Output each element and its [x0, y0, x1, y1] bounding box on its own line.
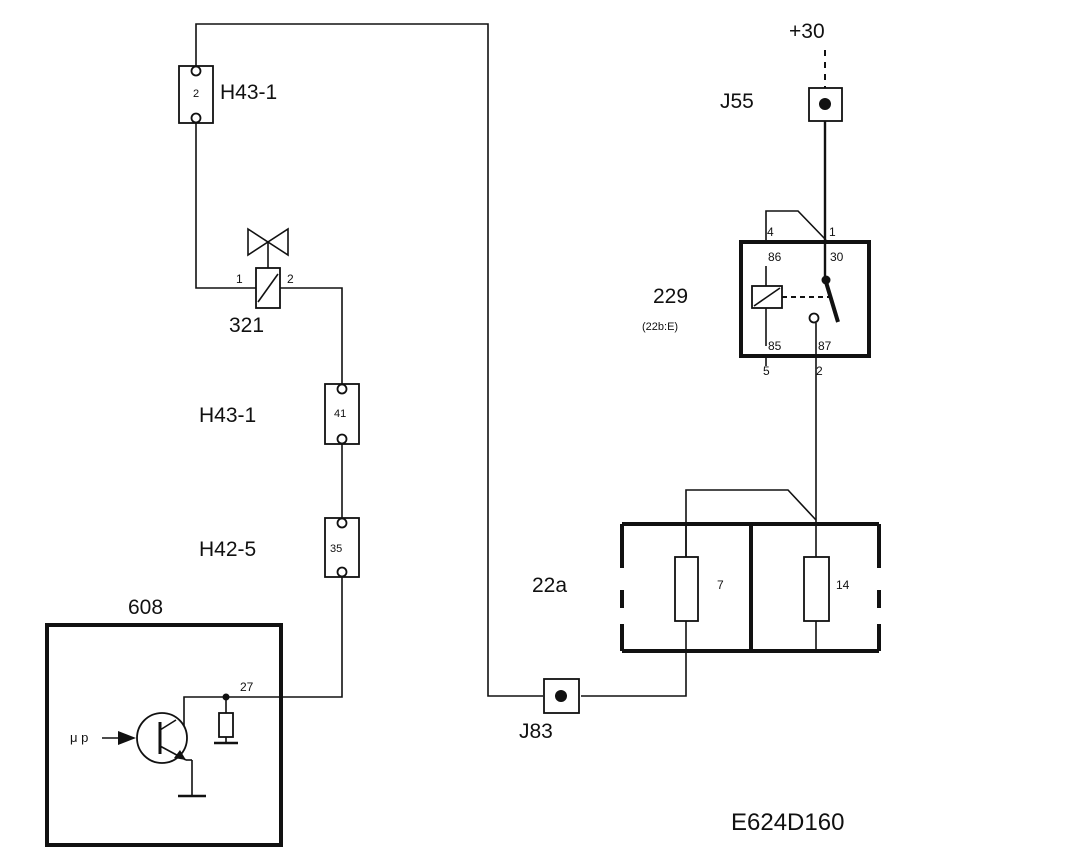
wire-valve-to-connector: [280, 287, 343, 384]
svg-text:86: 86: [768, 250, 782, 264]
control-unit-608: [45, 623, 283, 847]
svg-text:1: 1: [829, 225, 836, 239]
wire-connector-to-valve: [195, 118, 256, 289]
relay-label: 229: [653, 285, 688, 308]
drawing-id: E624D160: [731, 809, 844, 836]
wire-top-loop: [195, 23, 543, 697]
supply-label: +30: [789, 20, 825, 43]
svg-text:14: 14: [836, 578, 850, 592]
svg-text:85: 85: [768, 339, 782, 353]
j55-label: J55: [720, 90, 754, 113]
svg-text:4: 4: [767, 225, 774, 239]
fuse-14: [803, 556, 830, 622]
wire-relay-86-bridge: [765, 210, 827, 242]
svg-text:41: 41: [334, 408, 346, 420]
mu-p-label: μ p: [70, 730, 88, 745]
fuse-box-label: 22a: [532, 574, 567, 597]
connector-top-label: H43-1: [220, 81, 277, 104]
wire-connector-to-ecu: [226, 572, 343, 698]
fuse-7: [674, 556, 699, 622]
j83-label: J83: [519, 720, 553, 743]
svg-text:5: 5: [763, 364, 770, 378]
ecu-pin-label: 27: [240, 680, 254, 694]
svg-text:35: 35: [330, 543, 342, 555]
connector-bot-label: H42-5: [199, 538, 256, 561]
wire-j83-to-fuse7: [581, 621, 687, 697]
svg-text:2: 2: [816, 364, 823, 378]
svg-text:30: 30: [830, 250, 844, 264]
connector-h42-5: 35: [324, 517, 360, 578]
relay-sub-label: (22b:E): [642, 321, 678, 333]
junction-j83: [543, 678, 580, 714]
ecu-label: 608: [128, 596, 163, 619]
connector-h43-1-top: 2: [178, 65, 214, 124]
transistor: [136, 712, 188, 764]
solenoid-valve-321: 1 2: [236, 227, 294, 309]
svg-text:87: 87: [818, 339, 832, 353]
valve-label: 321: [229, 314, 264, 337]
fuse-box-22a: 7 14: [620, 522, 881, 653]
svg-text:2: 2: [287, 272, 294, 286]
connector-mid-label: H43-1: [199, 404, 256, 427]
svg-text:7: 7: [717, 578, 724, 592]
svg-text:2: 2: [193, 88, 199, 100]
junction-j55: [808, 87, 843, 122]
connector-h43-1-mid: 41: [324, 383, 360, 445]
svg-text:1: 1: [236, 272, 243, 286]
relay-229: 4 1 86 30 85 87 5 2: [739, 225, 871, 378]
